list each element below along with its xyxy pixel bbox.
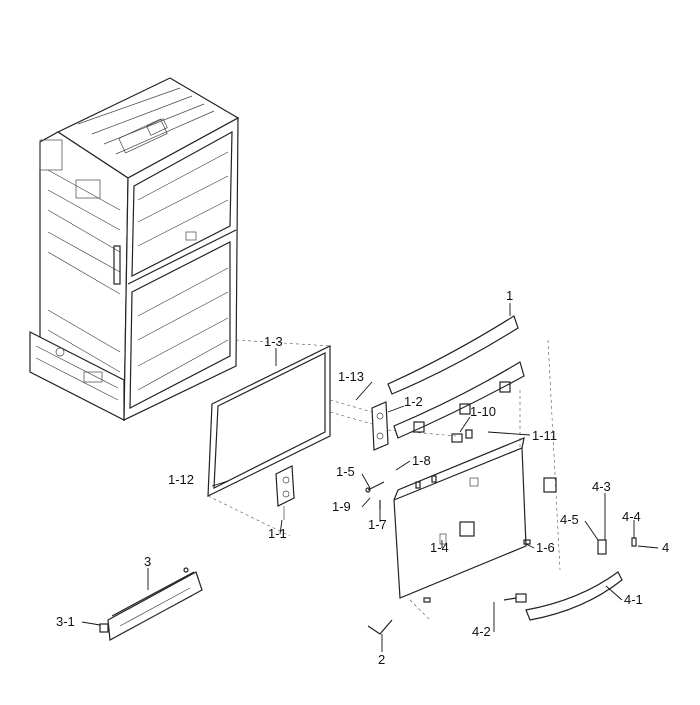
label-1-12: 1-12 bbox=[168, 472, 194, 487]
label-1-11: 1-11 bbox=[532, 428, 557, 443]
label-1-1: 1-1 bbox=[268, 526, 287, 541]
label-1-4: 1-4 bbox=[430, 540, 449, 555]
label-3: 3 bbox=[144, 554, 151, 569]
door-handle-top bbox=[387, 315, 519, 395]
label-4-1: 4-1 bbox=[624, 592, 643, 607]
label-4-3: 4-3 bbox=[592, 479, 611, 494]
hinge-bracket bbox=[275, 465, 295, 520]
rail-fittings bbox=[503, 537, 637, 603]
label-4-5: 4-5 bbox=[560, 512, 579, 527]
label-4-2: 4-2 bbox=[472, 624, 491, 639]
drawer-hardware bbox=[365, 429, 557, 603]
label-1-10: 1-10 bbox=[470, 404, 496, 419]
drawer-front bbox=[393, 437, 527, 599]
door-handle-base bbox=[393, 361, 525, 439]
label-1: 1 bbox=[506, 288, 513, 303]
label-1-3: 1-3 bbox=[264, 334, 283, 349]
label-4-4: 4-4 bbox=[622, 509, 641, 524]
label-2: 2 bbox=[378, 652, 385, 667]
label-1-7: 1-7 bbox=[368, 517, 387, 532]
label-4: 4 bbox=[662, 540, 669, 555]
small-bracket bbox=[367, 619, 393, 635]
label-1-13: 1-13 bbox=[338, 369, 364, 384]
upper-hinge-bracket bbox=[371, 401, 389, 451]
label-1-6: 1-6 bbox=[536, 540, 555, 555]
curved-rail bbox=[525, 571, 623, 621]
part-labels: 1 1-3 1-13 1-2 1-10 1-11 1-12 1-8 1-5 1-… bbox=[56, 288, 669, 667]
label-1-8: 1-8 bbox=[412, 453, 431, 468]
label-1-2: 1-2 bbox=[404, 394, 423, 409]
assembly-guide-lines bbox=[207, 339, 561, 621]
label-3-1: 3-1 bbox=[56, 614, 75, 629]
label-1-9: 1-9 bbox=[332, 499, 351, 514]
door-panel-frame bbox=[207, 345, 331, 497]
refrigerator-cabinet bbox=[29, 77, 240, 422]
leader-lines bbox=[81, 303, 659, 652]
label-1-5: 1-5 bbox=[336, 464, 355, 479]
lower-tray bbox=[99, 567, 203, 641]
